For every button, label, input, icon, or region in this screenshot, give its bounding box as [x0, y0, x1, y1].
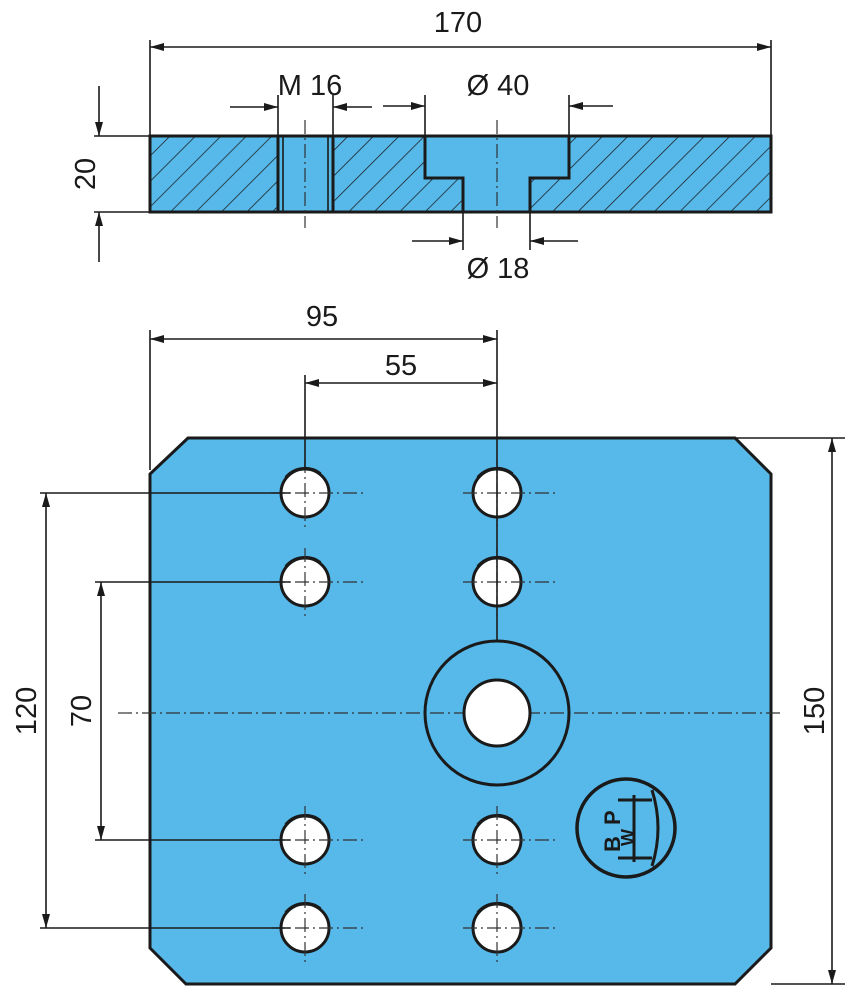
dim-120: 120: [11, 687, 43, 735]
dim-thickness: 20: [70, 158, 102, 190]
svg-text:P: P: [600, 810, 625, 825]
dim-95: 95: [306, 301, 338, 333]
bpw-logo: B P W: [575, 777, 677, 879]
dim-70: 70: [66, 695, 98, 727]
mounting-hole: [271, 806, 365, 874]
dim-55: 55: [385, 350, 417, 382]
mounting-hole: [271, 548, 365, 616]
mounting-hole: [463, 894, 557, 962]
dim-150: 150: [799, 687, 831, 735]
counterbore-ring: [423, 639, 571, 787]
dim-overall-width: 170: [434, 7, 482, 39]
svg-text:W: W: [618, 829, 638, 846]
dim-thread: M 16: [278, 70, 342, 102]
section-view: 170 M 16 Ø 40 Ø 18 20: [70, 7, 773, 285]
dim-counterbore: Ø 40: [467, 70, 530, 102]
mounting-hole: [463, 806, 557, 874]
dim-bore: Ø 18: [467, 253, 530, 285]
svg-text:B: B: [600, 836, 625, 852]
center-bore: [462, 678, 532, 748]
plan-view: 95 55 120 70 150 B P W: [11, 301, 845, 986]
plate: [148, 436, 773, 986]
